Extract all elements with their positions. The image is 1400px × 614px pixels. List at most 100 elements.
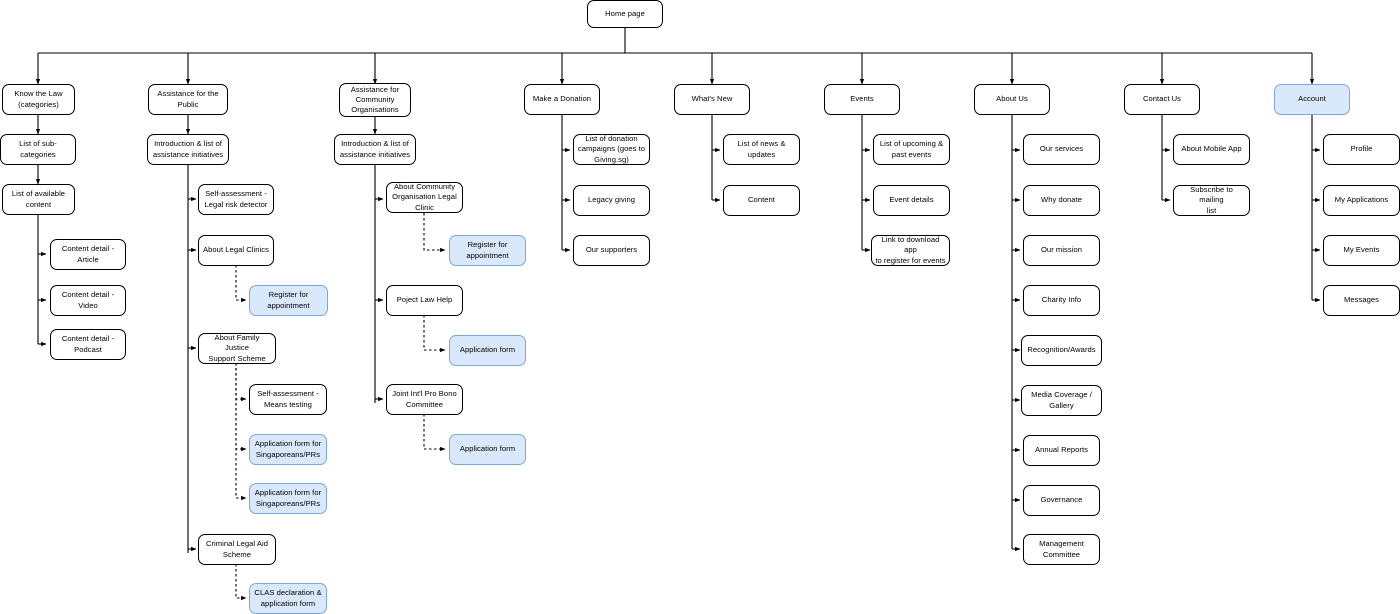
node-label: Our services	[1039, 144, 1084, 154]
node-assistance-for-community-organisations[interactable]: Assistance for Community Organisations	[339, 83, 411, 117]
node-label: Contact Us	[1142, 94, 1182, 104]
node-list-of-news-updates[interactable]: List of news & updates	[723, 134, 800, 165]
node-list-of-available-content[interactable]: List of available content	[2, 184, 75, 215]
node-label: List of donation campaigns (goes to Givi…	[577, 134, 646, 164]
node-label: Our mission	[1040, 245, 1083, 255]
node-label: Joint Int'l Pro Bono Committee	[392, 389, 457, 409]
node-profile[interactable]: Profile	[1323, 134, 1400, 165]
node-about-mobile-app[interactable]: About Mobile App	[1173, 134, 1250, 165]
node-label: Legacy giving	[587, 195, 636, 205]
node-event-details[interactable]: Event details	[873, 185, 950, 216]
node-assistance-for-the-public[interactable]: Assistance for the Public	[148, 84, 228, 115]
node-link-to-download-app[interactable]: Link to download app to register for eve…	[871, 235, 950, 266]
node-list-of-sub-categories[interactable]: List of sub-categories	[0, 134, 76, 165]
node-messages[interactable]: Messages	[1323, 285, 1400, 316]
node-label: Event details	[889, 195, 934, 205]
node-content[interactable]: Content	[723, 185, 800, 216]
node-label: Link to download app to register for eve…	[875, 235, 946, 265]
node-label: About Legal Clinics	[203, 245, 269, 255]
node-whats-new[interactable]: What's New	[674, 84, 750, 115]
node-legacy-giving[interactable]: Legacy giving	[573, 185, 650, 216]
node-my-events[interactable]: My Events	[1323, 235, 1400, 266]
node-label: Annual Reports	[1034, 445, 1089, 455]
node-label: Profile	[1350, 144, 1373, 154]
node-label: Why donate	[1040, 195, 1083, 205]
node-label: List of upcoming & past events	[879, 139, 944, 159]
node-label: Register for appointment	[267, 290, 310, 310]
node-label: Content detail - Video	[61, 290, 115, 310]
node-content-detail-podcast[interactable]: Content detail - Podcast	[50, 329, 126, 360]
node-annual-reports[interactable]: Annual Reports	[1023, 435, 1100, 466]
node-label: About Family Justice Support Scheme	[208, 333, 266, 363]
node-register-for-appointment-public[interactable]: Register for appointment	[249, 285, 328, 316]
node-label: Management Committee	[1039, 539, 1084, 559]
node-about-us[interactable]: About Us	[974, 84, 1050, 115]
node-content-detail-video[interactable]: Content detail - Video	[50, 285, 126, 316]
node-poject-law-help[interactable]: Poject Law Help	[386, 285, 463, 316]
node-list-of-donation-campaigns[interactable]: List of donation campaigns (goes to Givi…	[573, 134, 650, 165]
node-label: Application form for Singaporeans/PRs	[254, 439, 322, 459]
node-label: List of news & updates	[737, 139, 786, 159]
node-label: Assistance for the Public	[157, 89, 219, 109]
node-intro-assistance-initiatives-community[interactable]: Introduction & list of assistance initia…	[334, 134, 416, 165]
node-label: Messages	[1343, 295, 1379, 305]
node-application-form-singaporeans-prs-2[interactable]: Application form for Singaporeans/PRs	[249, 483, 327, 514]
node-label: Recognition/Awards	[1027, 345, 1096, 355]
node-label: List of sub-categories	[19, 139, 57, 159]
node-home-page[interactable]: Home page	[587, 0, 663, 28]
node-subscribe-to-mailing-list[interactable]: Subscribe to mailing list	[1173, 185, 1250, 216]
node-content-detail-article[interactable]: Content detail - Article	[50, 239, 126, 270]
node-label: My Applications	[1334, 195, 1389, 205]
node-list-of-upcoming-past-events[interactable]: List of upcoming & past events	[873, 134, 950, 165]
node-register-for-appointment-community[interactable]: Register for appointment	[449, 235, 526, 266]
node-label: Register for appointment	[466, 240, 509, 260]
node-application-form-project-law-help[interactable]: Application form	[449, 335, 526, 366]
node-account[interactable]: Account	[1274, 84, 1350, 115]
node-know-the-law[interactable]: Know the Law (categories)	[2, 84, 75, 115]
node-self-assessment-means-testing[interactable]: Self-assessment - Means testing	[249, 384, 327, 415]
node-about-family-justice-support-scheme[interactable]: About Family Justice Support Scheme	[198, 333, 276, 364]
node-label: Account	[1298, 94, 1326, 104]
node-application-form-pro-bono[interactable]: Application form	[449, 434, 526, 465]
node-governance[interactable]: Governance	[1023, 485, 1100, 516]
node-label: Criminal Legal Aid Scheme	[205, 539, 269, 559]
node-intro-assistance-initiatives-public[interactable]: Introduction & list of assistance initia…	[147, 134, 229, 165]
node-label: Application form	[459, 444, 516, 454]
node-label: Introduction & list of assistance initia…	[339, 139, 411, 159]
node-our-mission[interactable]: Our mission	[1023, 235, 1100, 266]
node-label: My Events	[1343, 245, 1380, 255]
node-label: Our supporters	[585, 245, 638, 255]
node-about-community-organisation-legal-clinic[interactable]: About Community Organisation Legal Clini…	[386, 182, 463, 213]
node-why-donate[interactable]: Why donate	[1023, 185, 1100, 216]
node-recognition-awards[interactable]: Recognition/Awards	[1021, 335, 1102, 366]
node-label: Know the Law (categories)	[14, 89, 63, 109]
node-make-a-donation[interactable]: Make a Donation	[524, 84, 600, 115]
node-our-supporters[interactable]: Our supporters	[573, 235, 650, 266]
node-label: Introduction & list of assistance initia…	[152, 139, 224, 159]
node-label: Make a Donation	[532, 94, 592, 104]
node-label: Content detail - Article	[61, 244, 115, 264]
node-events[interactable]: Events	[824, 84, 900, 115]
node-our-services[interactable]: Our services	[1023, 134, 1100, 165]
node-contact-us[interactable]: Contact Us	[1124, 84, 1200, 115]
node-management-committee[interactable]: Management Committee	[1023, 534, 1100, 565]
node-label: Home page	[605, 8, 645, 18]
node-clas-declaration-application-form[interactable]: CLAS declaration & application form	[249, 583, 327, 614]
node-label: CLAS declaration & application form	[254, 588, 322, 608]
node-media-coverage-gallery[interactable]: Media Coverage / Gallery	[1021, 385, 1102, 416]
node-my-applications[interactable]: My Applications	[1323, 185, 1400, 216]
node-label: Poject Law Help	[396, 295, 453, 305]
node-self-assessment-legal-risk-detector[interactable]: Self-assessment - Legal risk detector	[198, 184, 274, 215]
node-criminal-legal-aid-scheme[interactable]: Criminal Legal Aid Scheme	[198, 534, 276, 565]
node-label: List of available content	[11, 189, 66, 209]
node-label: Application form	[459, 345, 516, 355]
node-label: About Us	[996, 94, 1028, 104]
node-label: About Mobile App	[1181, 144, 1242, 154]
node-charity-info[interactable]: Charity Info	[1023, 285, 1100, 316]
node-label: Media Coverage / Gallery	[1031, 390, 1092, 410]
node-about-legal-clinics[interactable]: About Legal Clinics	[198, 235, 274, 266]
node-application-form-singaporeans-prs-1[interactable]: Application form for Singaporeans/PRs	[249, 434, 327, 465]
node-label: Subscribe to mailing list	[1190, 185, 1233, 215]
node-label: Self-assessment - Means testing	[257, 389, 319, 409]
node-joint-intl-pro-bono-committee[interactable]: Joint Int'l Pro Bono Committee	[386, 384, 463, 415]
